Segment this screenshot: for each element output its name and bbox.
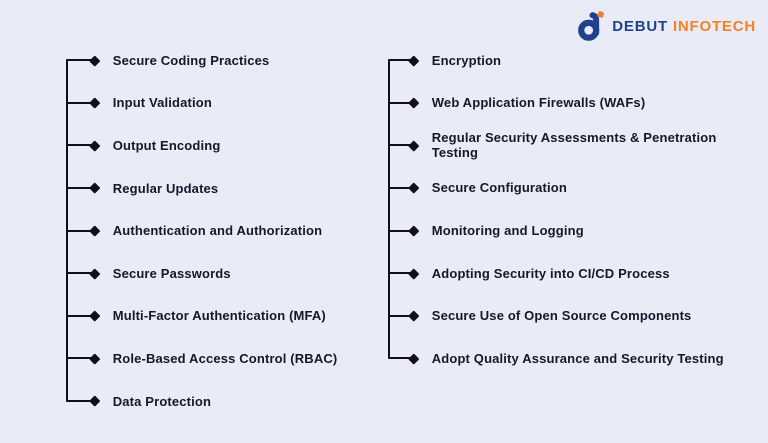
list-item: Regular Security Assessments & Penetrati… <box>388 124 724 167</box>
list-item-label: Data Protection <box>112 393 212 409</box>
diamond-bullet-icon <box>89 225 101 236</box>
list-item: Secure Passwords <box>66 252 337 295</box>
connector-branch <box>66 314 95 317</box>
diamond-bullet-icon <box>89 395 101 407</box>
connector-branch <box>66 144 95 147</box>
list-item: Monitoring and Logging <box>388 209 724 252</box>
security-list-right-column: Encryption Web Application Firewalls (WA… <box>388 39 724 380</box>
connector-branch <box>388 357 414 360</box>
diamond-bullet-icon <box>408 310 420 322</box>
list-item-label: Role-Based Access Control (RBAC) <box>112 350 338 366</box>
connector-branch <box>388 144 414 147</box>
list-item-label: Adopting Security into CI/CD Process <box>431 265 670 281</box>
diamond-bullet-icon <box>408 54 420 66</box>
connector-spine <box>388 60 390 359</box>
connector-branch <box>66 101 95 104</box>
diamond-bullet-icon <box>408 267 420 279</box>
diamond-bullet-icon <box>89 182 101 194</box>
connector-branch <box>66 357 95 360</box>
list-item: Data Protection <box>66 380 337 423</box>
list-item-label: Web Application Firewalls (WAFs) <box>431 95 646 111</box>
list-item-label: Secure Use of Open Source Components <box>431 308 692 324</box>
list-item: Output Encoding <box>66 124 337 167</box>
diamond-bullet-icon <box>408 182 420 194</box>
list-item: Multi-Factor Authentication (MFA) <box>66 295 337 338</box>
list-item-label: Authentication and Authorization <box>112 223 323 239</box>
diamond-bullet-icon <box>89 97 101 109</box>
connector-branch <box>388 272 414 275</box>
diamond-bullet-icon <box>89 310 101 322</box>
list-item-label: Encryption <box>431 52 502 68</box>
diamond-bullet-icon <box>408 140 420 151</box>
logo-text-secondary: INFOTECH <box>672 18 756 35</box>
list-item: Secure Coding Practices <box>66 39 337 82</box>
list-item-label: Monitoring and Logging <box>431 223 584 238</box>
diamond-bullet-icon <box>408 225 420 236</box>
connector-branch <box>388 101 414 104</box>
list-item-label: Output Encoding <box>112 137 221 153</box>
list-item: Adopting Security into CI/CD Process <box>388 252 724 295</box>
list-item: Input Validation <box>66 82 337 125</box>
diamond-bullet-icon <box>89 140 101 151</box>
connector-branch <box>66 229 95 232</box>
connector-branch <box>388 187 414 190</box>
diamond-bullet-icon <box>89 267 101 279</box>
connector-branch <box>66 187 95 190</box>
list-item: Secure Configuration <box>388 167 724 210</box>
connector-branch <box>388 229 414 232</box>
diamond-bullet-icon <box>89 353 101 364</box>
logo-text-primary: DEBUT <box>612 18 668 35</box>
list-item: Secure Use of Open Source Components <box>388 295 724 338</box>
list-item-label: Adopt Quality Assurance and Security Tes… <box>431 350 724 366</box>
connector-branch <box>388 314 414 317</box>
list-item-label: Secure Coding Practices <box>112 52 270 68</box>
list-item-label: Regular Security Assessments & Penetrati… <box>431 130 717 161</box>
diamond-bullet-icon <box>408 97 420 109</box>
list-item-label: Regular Updates <box>112 180 219 196</box>
list-item: Role-Based Access Control (RBAC) <box>66 337 337 380</box>
diamond-bullet-icon <box>408 353 420 364</box>
connector-branch <box>66 400 95 403</box>
connector-branch <box>66 272 95 275</box>
list-item-label: Secure Configuration <box>431 180 567 196</box>
connector-branch <box>388 59 414 62</box>
list-item-label: Secure Passwords <box>112 265 231 281</box>
connector-spine <box>66 60 68 402</box>
list-item: Web Application Firewalls (WAFs) <box>388 82 724 125</box>
list-item: Regular Updates <box>66 167 337 210</box>
connector-branch <box>66 59 95 62</box>
list-item: Encryption <box>388 39 724 82</box>
debut-infotech-logo-icon <box>578 11 605 41</box>
list-item: Authentication and Authorization <box>66 209 337 252</box>
list-item-label: Input Validation <box>112 95 212 111</box>
security-list-left-column: Secure Coding Practices Input Validation… <box>66 39 337 422</box>
diamond-bullet-icon <box>89 54 101 66</box>
list-item: Adopt Quality Assurance and Security Tes… <box>388 337 724 380</box>
list-item-label: Multi-Factor Authentication (MFA) <box>112 308 326 324</box>
